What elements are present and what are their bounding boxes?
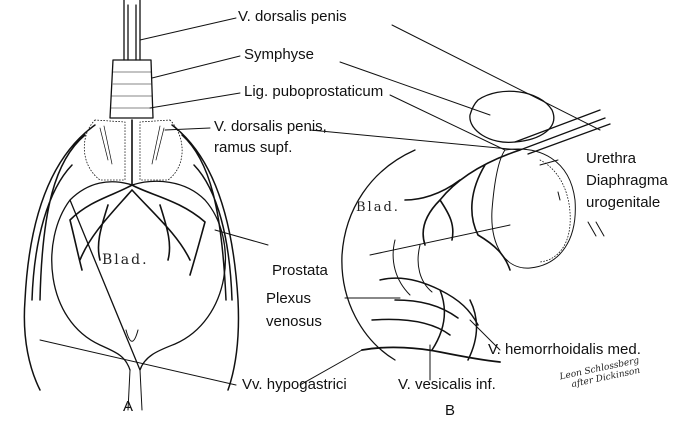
a-bladder-veins bbox=[69, 119, 206, 276]
label-diaphragma-line1: Diaphragma bbox=[586, 172, 668, 189]
label-prostata: Prostata bbox=[272, 262, 328, 279]
b-prostate bbox=[491, 148, 576, 269]
leader-symphyse bbox=[151, 55, 491, 116]
leader-hemorrhoidalis bbox=[469, 319, 501, 351]
leader-prostata bbox=[214, 224, 511, 256]
panel-label-b: B bbox=[445, 402, 456, 419]
a-bladder bbox=[51, 180, 226, 371]
leader-lines bbox=[39, 17, 601, 386]
a-dorsal-vein bbox=[123, 0, 141, 61]
label-v-hemorrhoidalis-med: V. hemorrhoidalis med. bbox=[488, 341, 641, 358]
leader-hypogastrici bbox=[39, 339, 363, 386]
label-plexus-line1: Plexus bbox=[266, 290, 312, 307]
leader-urethra bbox=[539, 159, 559, 166]
label-urethra: Urethra bbox=[586, 150, 637, 167]
b-bladder-veins bbox=[404, 149, 521, 271]
label-vv-hypogastrici: Vv. hypogastrici bbox=[242, 376, 347, 393]
a-stipple-tissue bbox=[83, 119, 183, 181]
b-penile-shaft bbox=[514, 109, 611, 155]
label-v-vesicalis-inf: V. vesicalis inf. bbox=[398, 376, 496, 393]
b-bladder-outline bbox=[341, 149, 416, 361]
b-plexus bbox=[371, 277, 479, 361]
a-lateral-veins-right bbox=[171, 124, 240, 391]
label-lig-puboprostaticum: Lig. puboprostaticum bbox=[244, 83, 384, 100]
figure-b-bladder-label: Blad. bbox=[356, 200, 400, 215]
label-plexus-line2: venosus bbox=[266, 313, 322, 330]
a-lateral-veins-left bbox=[23, 124, 96, 391]
a-urethra bbox=[125, 329, 143, 411]
leader-lig-pubo bbox=[149, 92, 506, 151]
label-ramus-supf-line1: V. dorsalis penis, bbox=[214, 118, 327, 135]
label-symphyse: Symphyse bbox=[244, 46, 315, 63]
b-symphysis bbox=[469, 90, 555, 144]
b-diaphragm-stipple bbox=[539, 159, 571, 263]
figure-a-bladder-label: Blad. bbox=[102, 252, 149, 268]
b-rectum bbox=[392, 239, 433, 296]
leader-v-dorsalis bbox=[139, 17, 601, 131]
label-v-dorsalis-penis: V. dorsalis penis bbox=[238, 8, 347, 25]
b-hypogastric-vein bbox=[361, 346, 501, 363]
figure-b-drawing bbox=[341, 90, 611, 363]
label-ramus-supf-line2: ramus supf. bbox=[214, 139, 293, 156]
leader-diaphragma bbox=[557, 191, 561, 201]
panel-label-a: A bbox=[123, 398, 134, 415]
a-symphysis bbox=[109, 59, 154, 119]
leader-ramus bbox=[164, 127, 521, 151]
figure-a-drawing bbox=[23, 0, 240, 411]
label-diaphragma-line2: urogenitale bbox=[586, 194, 661, 211]
